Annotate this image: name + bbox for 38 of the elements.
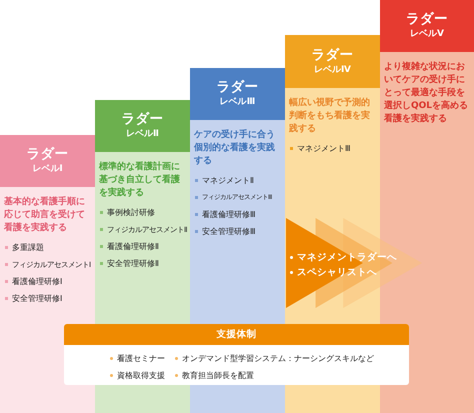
support-panel [64,324,409,385]
level-label: レベルⅤ [410,28,444,41]
training-item: 看護倫理研修Ⅲ [202,209,256,220]
description: 基本的な看護手順に応じて助言を受けて看護を実践する [4,196,86,235]
level-column [190,68,285,324]
ladder-title: ラダー [406,11,448,28]
level-column [95,100,190,324]
support-item: 資格取得支援 [117,370,165,380]
ladder-title: ラダー [122,111,164,128]
level-label: レベルⅠ [32,163,63,176]
banner-text: スペシャリストへ [297,266,377,278]
training-item: 事例検討研修 [107,207,155,218]
support-item: 教育担当師長を配置 [182,370,254,380]
description: より複雑な状況においてケアの受け手にとって最適な手段を選択しQOLを高める看護を実践する [384,61,470,126]
support-item: 看護セミナー [117,352,165,364]
description: 標準的な看護計画に基づき自立して看護を実践する [99,161,181,200]
description: ケアの受け手に合う個別的な看護を実践する [194,129,276,168]
support-item: オンデマンド型学習システム：ナーシングスキルなど [182,352,374,364]
level-column [285,35,380,216]
level-label: レベルⅣ [314,64,351,76]
training-item: 看護倫理研修Ⅱ [107,241,159,252]
banner-text: マネジメントラダーへ [297,252,397,264]
chevron-banner [286,216,424,310]
training-item: 安全管理研修Ⅰ [12,293,62,304]
training-item: 安全管理研修Ⅲ [202,226,256,237]
training-item: 安全管理研修Ⅱ [107,258,159,269]
ladder-title: ラダー [312,46,354,64]
training-item: 多重課題 [12,242,44,253]
level-label: レベルⅢ [220,96,256,109]
panel-title: 支援体制 [216,328,256,340]
training-item: 看護倫理研修Ⅰ [12,276,62,287]
training-item: マネジメントⅡ [202,175,254,186]
training-item: マネジメントⅢ [297,143,351,154]
level-column [0,135,95,413]
ladder-title: ラダー [216,79,258,96]
level-label: レベルⅡ [126,128,159,141]
ladder-title: ラダー [26,146,68,163]
description: 幅広い視野で予測的判断をもち看護を実践する [289,97,371,136]
